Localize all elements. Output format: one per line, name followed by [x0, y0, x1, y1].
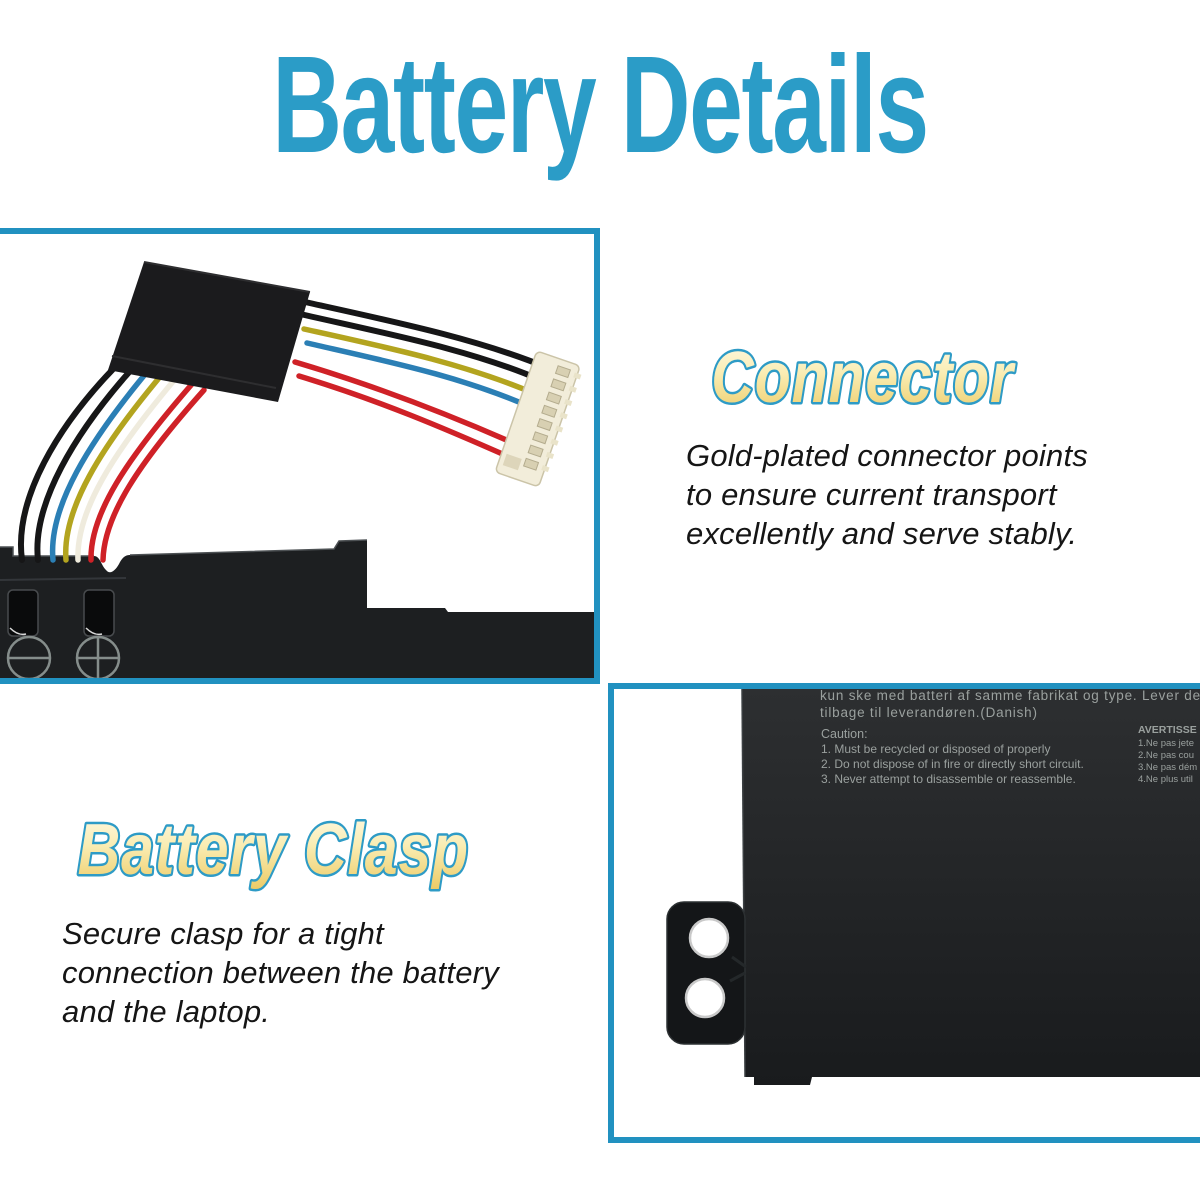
print-caution-title: Caution: — [821, 727, 868, 741]
connector-heading: Connector Connector — [705, 330, 1022, 424]
print-caution-item: 1. Must be recycled or disposed of prope… — [821, 742, 1050, 756]
wire-bundle-left — [18, 351, 207, 563]
battery-clasp-tab — [666, 901, 747, 1045]
battery-body — [0, 539, 594, 678]
battery-clasp-heading-text: Battery Clasp — [78, 808, 469, 889]
connector-photo-illustration — [0, 261, 594, 678]
screw-plus-icon — [75, 635, 121, 678]
print-french-item: 2.Ne pas cou — [1138, 750, 1194, 761]
print-french-item: 1.Ne pas jete — [1138, 738, 1194, 749]
connector-heading-halo: Connector — [711, 336, 1016, 417]
battery-clasp-heading-halo: Battery Clasp — [78, 808, 469, 889]
connector-photo — [0, 228, 600, 684]
page-title: Battery Details — [272, 28, 929, 182]
battery-print-label: kun ske med batteri af samme fabrikat og… — [820, 689, 1200, 786]
battery-clasp-heading: Battery Clasp Battery Clasp — [71, 802, 474, 896]
print-danish-line1: kun ske med batteri af samme fabrikat og… — [820, 689, 1200, 703]
electrical-tape — [108, 262, 310, 402]
print-caution-item: 2. Do not dispose of in fire or directly… — [821, 757, 1084, 771]
clasp-photo: kun ske med batteri af samme fabrikat og… — [608, 683, 1200, 1143]
clasp-photo-illustration: kun ske med batteri af samme fabrikat og… — [666, 689, 1200, 1085]
print-french-item: 4.Ne plus util — [1138, 774, 1193, 785]
print-french-item: 3.Ne pas dém — [1138, 762, 1197, 773]
clasp-screw-hole — [684, 977, 726, 1019]
clasp-screw-hole — [688, 917, 730, 959]
white-connector-plug — [495, 351, 582, 487]
print-caution-item: 3. Never attempt to disassemble or reass… — [821, 772, 1076, 786]
battery-clasp-description: Secure clasp for a tight connection betw… — [62, 916, 499, 1029]
screw-minus-icon — [6, 635, 52, 678]
battery-hole — [7, 589, 39, 637]
wire-bundle-right — [292, 297, 551, 463]
battery-hole — [83, 589, 115, 637]
print-danish-line2: tilbage til leverandøren.(Danish) — [820, 705, 1038, 720]
battery-slab — [742, 689, 1200, 1085]
connector-heading-text: Connector — [711, 336, 1016, 417]
connector-description: Gold-plated connector points to ensure c… — [686, 438, 1088, 551]
print-french-title: AVERTISSE — [1138, 724, 1197, 736]
